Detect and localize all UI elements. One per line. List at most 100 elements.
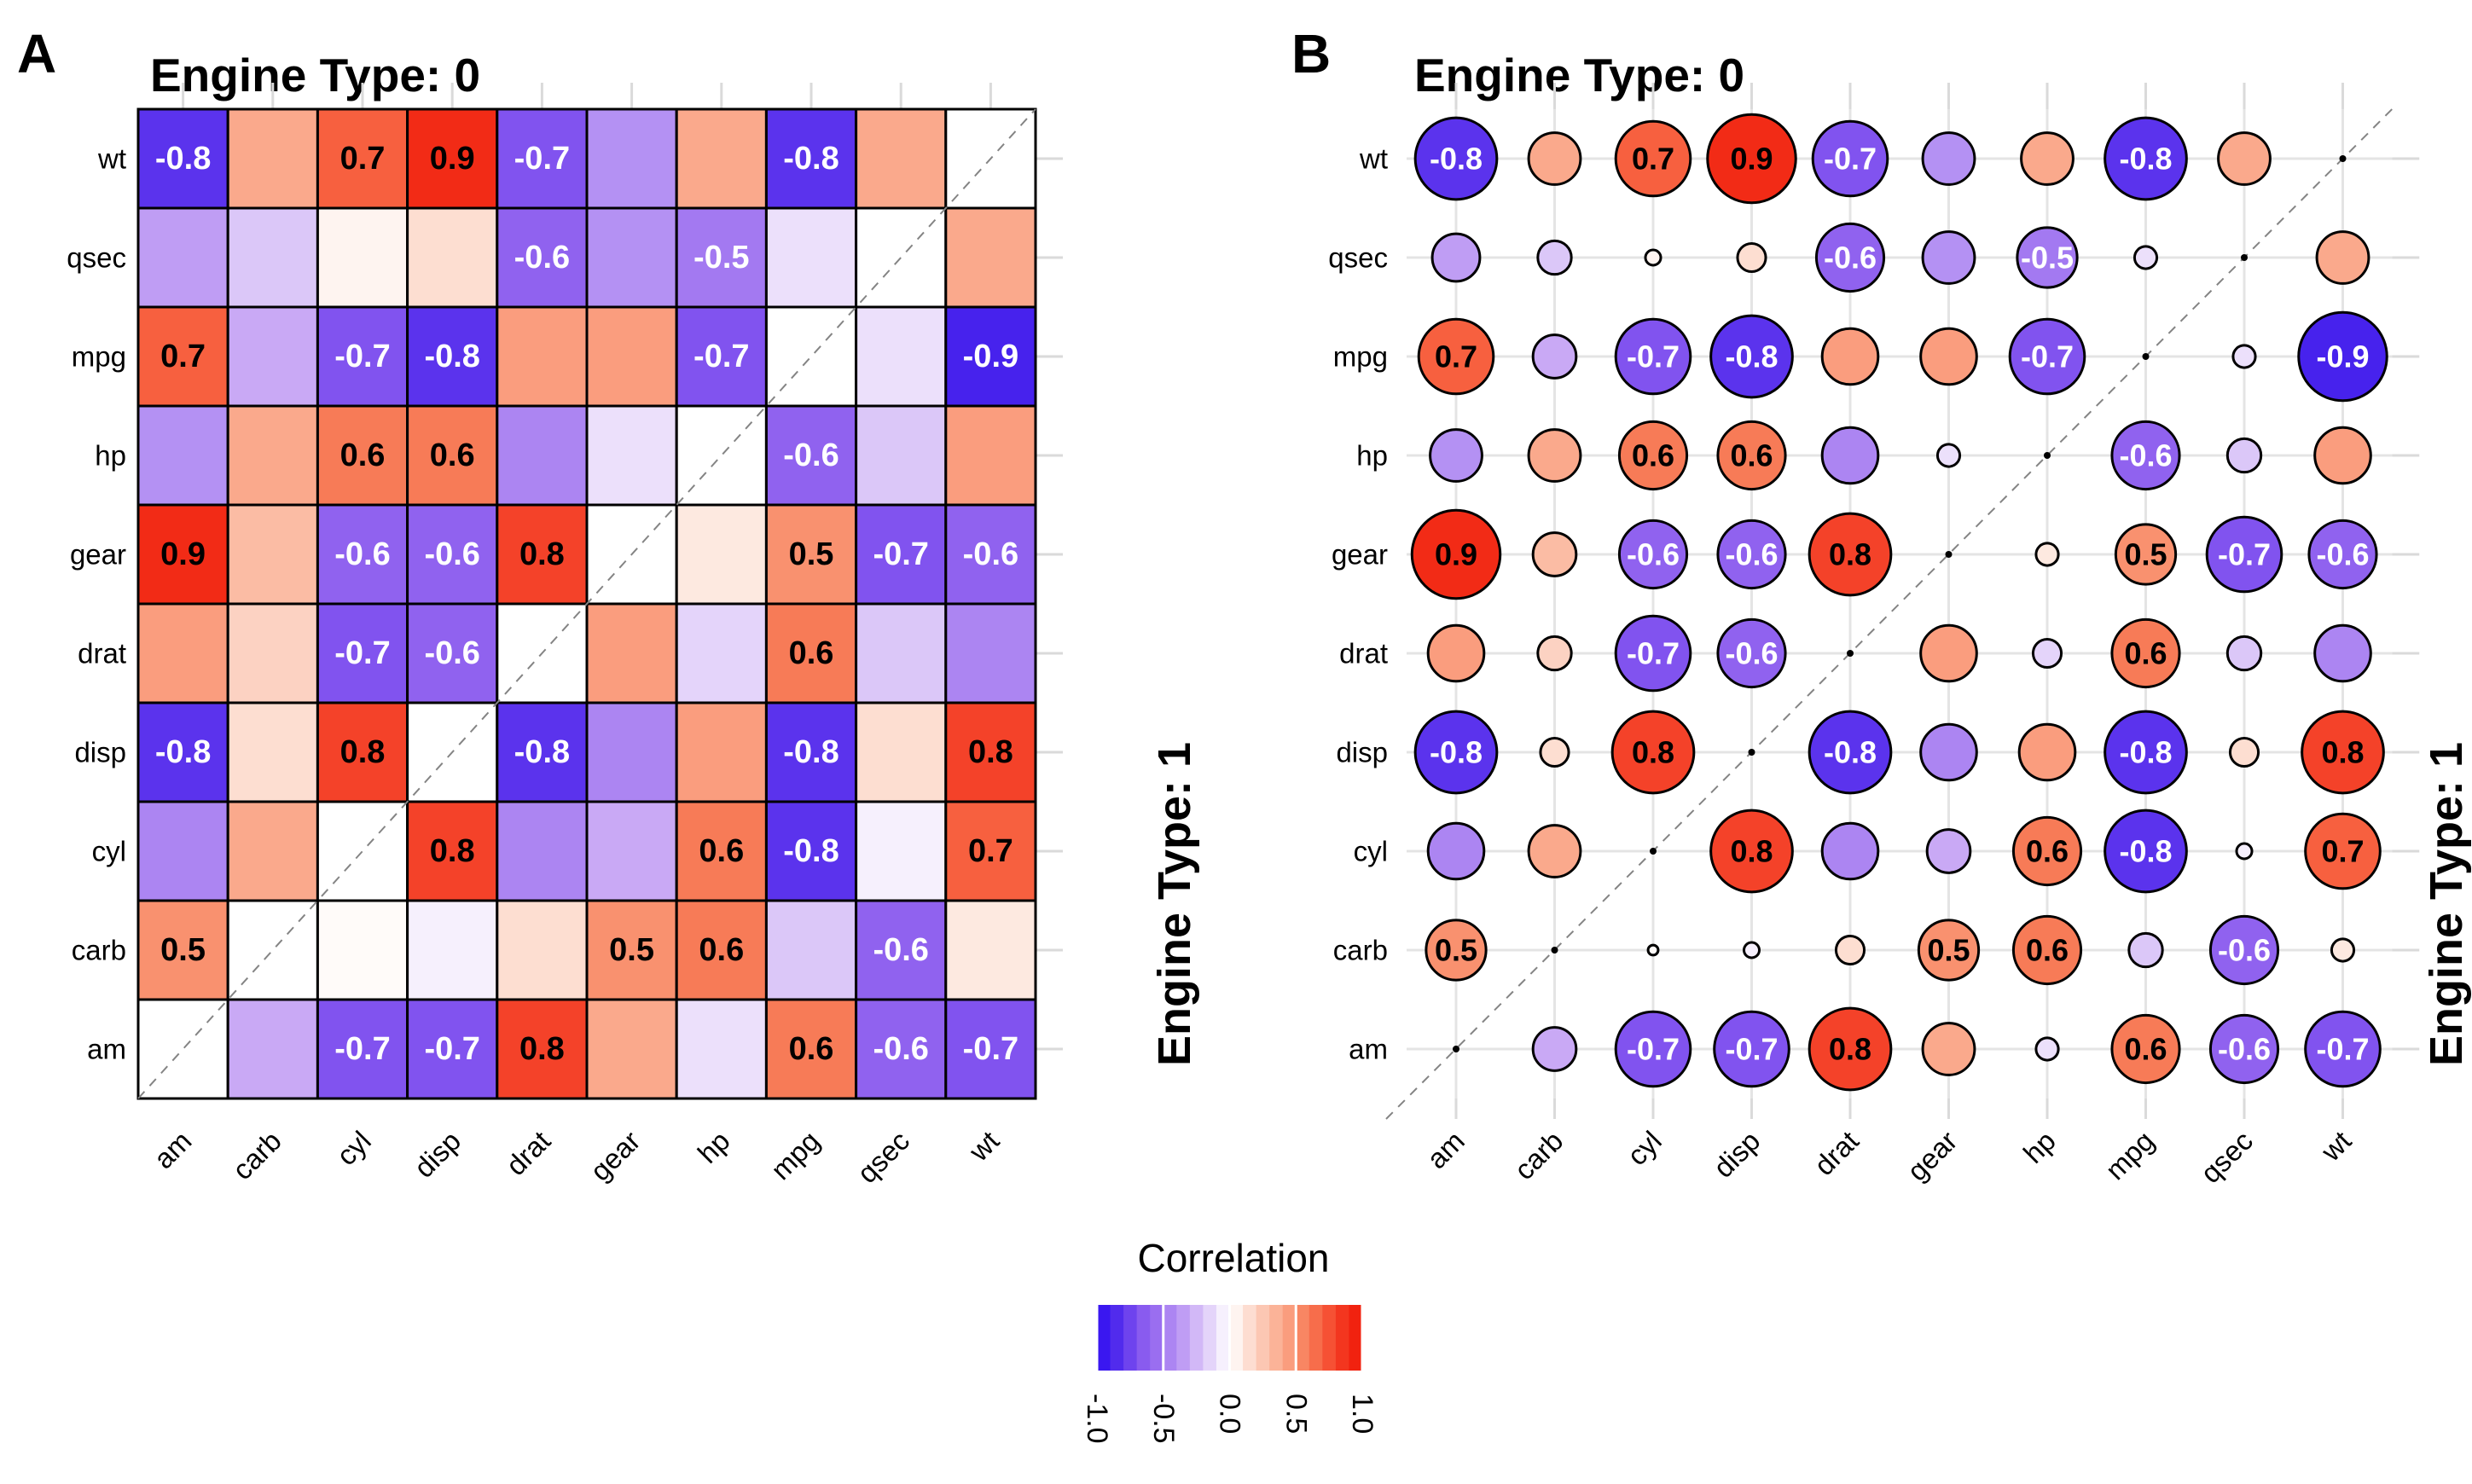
- cell-value-label: 0.5: [160, 932, 206, 968]
- circle-value-label: -0.5: [2021, 241, 2074, 275]
- diagonal-dot: [1847, 650, 1854, 657]
- correlation-circle: [1706, 113, 1797, 205]
- circle-value-label: 0.5: [1435, 933, 1477, 968]
- cell-value-label: -0.6: [424, 635, 479, 671]
- cell-value-label: -0.6: [783, 438, 839, 473]
- matrix-cell: [944, 305, 1037, 408]
- matrix-cell: [585, 899, 678, 1001]
- y-axis-label: am: [1349, 1034, 1388, 1065]
- matrix-cell: [316, 404, 409, 507]
- cell-value-label: -0.7: [514, 141, 570, 177]
- correlation-circle: [2231, 344, 2257, 369]
- x-axis-label: drat: [500, 1125, 556, 1181]
- correlation-circle: [1429, 428, 1483, 483]
- cell-value-label: 0.6: [789, 1031, 834, 1067]
- circle-value-label: -0.6: [1627, 537, 1680, 572]
- matrix-cell: [855, 404, 948, 507]
- correlation-circle: [1716, 420, 1787, 491]
- correlation-circle: [2225, 437, 2263, 474]
- cell-value-label: -0.7: [963, 1031, 1018, 1067]
- circle-value-label: 0.7: [1435, 339, 1477, 374]
- diagonal-dot: [1650, 848, 1657, 855]
- matrix-cell: [226, 503, 319, 606]
- x-axis-label: am: [1420, 1125, 1471, 1175]
- legend-gradient-step: [1110, 1305, 1124, 1371]
- correlation-circle: [1617, 420, 1689, 491]
- matrix-cell: [944, 998, 1037, 1100]
- legend-tick-mark: [1162, 1305, 1165, 1371]
- correlation-circle: [1527, 428, 1582, 483]
- y-axis-label: disp: [1336, 737, 1388, 768]
- cell-value-label: 0.8: [430, 833, 475, 869]
- legend-tick-label: 0.5: [1280, 1394, 1312, 1434]
- correlation-circle: [1921, 230, 1976, 285]
- matrix-cell: [764, 899, 858, 1001]
- correlation-circle: [2016, 226, 2079, 289]
- correlation-circle: [1834, 934, 1866, 966]
- legend-gradient-step: [1176, 1305, 1191, 1371]
- cell-value-label: 0.6: [789, 635, 834, 671]
- circle-value-label: -0.8: [2119, 735, 2172, 770]
- x-axis-label: disp: [408, 1125, 467, 1184]
- cell-value-label: -0.7: [334, 1031, 390, 1067]
- matrix-cell: [585, 107, 678, 210]
- circle-value-label: -0.6: [2218, 933, 2271, 968]
- correlation-circle: [2208, 914, 2280, 986]
- matrix-cell: [855, 503, 948, 606]
- legend-gradient-step: [1269, 1305, 1284, 1371]
- correlation-circle: [2307, 519, 2378, 590]
- correlation-circle: [2114, 523, 2178, 586]
- correlation-circle: [1614, 119, 1692, 198]
- matrix-cell: [496, 305, 589, 408]
- matrix-cell: [316, 206, 409, 309]
- matrix-cell: [136, 503, 229, 606]
- panel-a-facet-title: Engine Type: 0: [150, 49, 481, 101]
- matrix-cell: [585, 701, 678, 803]
- legend-gradient-step: [1243, 1305, 1257, 1371]
- y-axis-label: disp: [74, 737, 126, 768]
- circle-value-label: 0.6: [1632, 438, 1674, 473]
- correlation-circle: [1527, 131, 1582, 186]
- circle-value-label: -0.7: [2021, 339, 2074, 374]
- cell-value-label: 0.6: [699, 833, 744, 869]
- circle-value-label: -0.6: [2316, 537, 2369, 572]
- y-axis-label: mpg: [72, 341, 126, 373]
- matrix-cell: [855, 305, 948, 408]
- y-axis-label: cyl: [92, 836, 126, 867]
- circle-value-label: 0.8: [1829, 1032, 1871, 1067]
- matrix-cell: [226, 206, 319, 309]
- y-axis-label: drat: [1339, 638, 1388, 670]
- correlation-circle: [1742, 941, 1761, 959]
- cell-value-label: 0.7: [160, 339, 206, 374]
- diagonal-dot: [2044, 452, 2051, 459]
- x-axis-label: cyl: [330, 1125, 377, 1172]
- correlation-circle: [2313, 623, 2372, 683]
- circle-value-label: 0.5: [1927, 933, 1970, 968]
- correlation-circle: [1646, 943, 1660, 957]
- matrix-cell: [406, 998, 499, 1100]
- cell-value-label: -0.8: [783, 833, 839, 869]
- circle-value-label: 0.8: [1632, 735, 1674, 770]
- legend-tick-label: -0.5: [1147, 1394, 1180, 1444]
- matrix-cell: [496, 800, 589, 902]
- matrix-cell: [764, 107, 858, 210]
- matrix-cell: [226, 107, 319, 210]
- circle-value-label: -0.8: [1725, 339, 1778, 374]
- correlation-circle: [1808, 710, 1893, 795]
- correlation-circle: [1709, 314, 1794, 399]
- correlation-circle: [2017, 722, 2077, 782]
- circle-value-label: -0.6: [1824, 241, 1877, 275]
- correlation-circle: [1709, 809, 1794, 894]
- x-axis-label: drat: [1808, 1125, 1865, 1181]
- matrix-cell: [585, 800, 678, 902]
- correlation-circle: [1808, 512, 1893, 597]
- correlation-circle: [1413, 710, 1499, 795]
- x-axis-label: qsec: [2194, 1125, 2258, 1189]
- matrix-cell: [585, 602, 678, 704]
- y-axis-label: qsec: [67, 242, 126, 274]
- matrix-cell: [136, 305, 229, 408]
- x-axis-label: hp: [692, 1125, 736, 1169]
- correlation-circle: [2110, 420, 2181, 491]
